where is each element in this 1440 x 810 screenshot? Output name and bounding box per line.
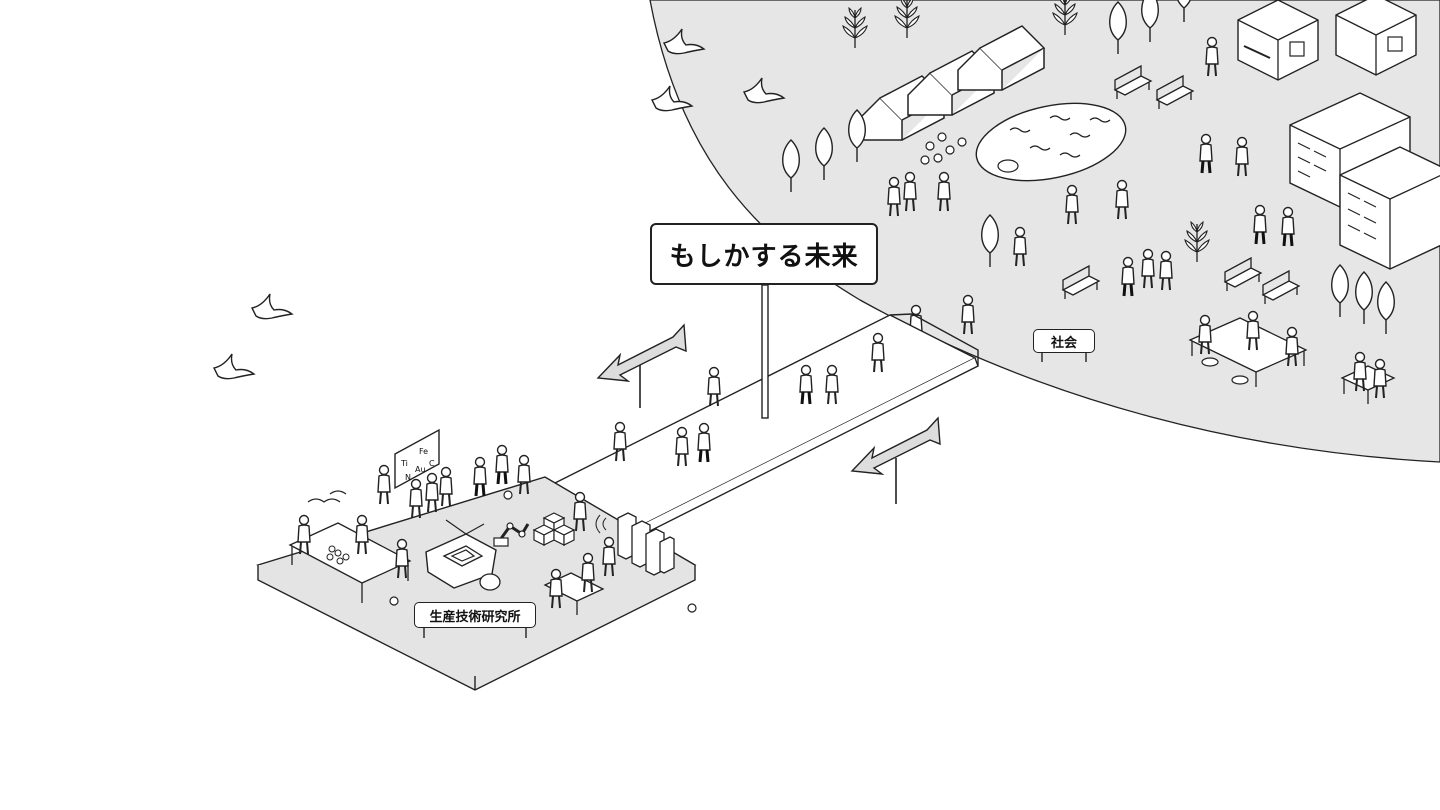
- drones: [307, 490, 697, 613]
- shop-1: [1237, 0, 1319, 81]
- vehicle-model: [425, 519, 501, 591]
- cube-stack: [532, 512, 576, 546]
- pond: [975, 102, 1127, 182]
- main-sign: もしかする未来: [650, 223, 878, 285]
- arrow-left-back: [596, 323, 687, 408]
- main-sign-post: [761, 284, 769, 419]
- robot-arm: [493, 522, 530, 547]
- element-au: Au: [415, 465, 426, 474]
- lab-sign: 生産技術研究所: [414, 602, 536, 628]
- server-racks: [595, 512, 675, 576]
- society-table-1: [1188, 317, 1308, 387]
- blackboard: Ti Fe N Au C: [394, 428, 440, 490]
- element-n: N: [405, 473, 411, 482]
- element-fe: Fe: [419, 447, 428, 456]
- building-2: [1339, 146, 1440, 270]
- arrow-right-front: [850, 416, 941, 504]
- lab-table: [288, 522, 412, 603]
- element-ti: Ti: [400, 459, 408, 468]
- society-sign: 社会: [1033, 329, 1095, 353]
- shop-2: [1335, 0, 1417, 76]
- element-c: C: [429, 459, 435, 468]
